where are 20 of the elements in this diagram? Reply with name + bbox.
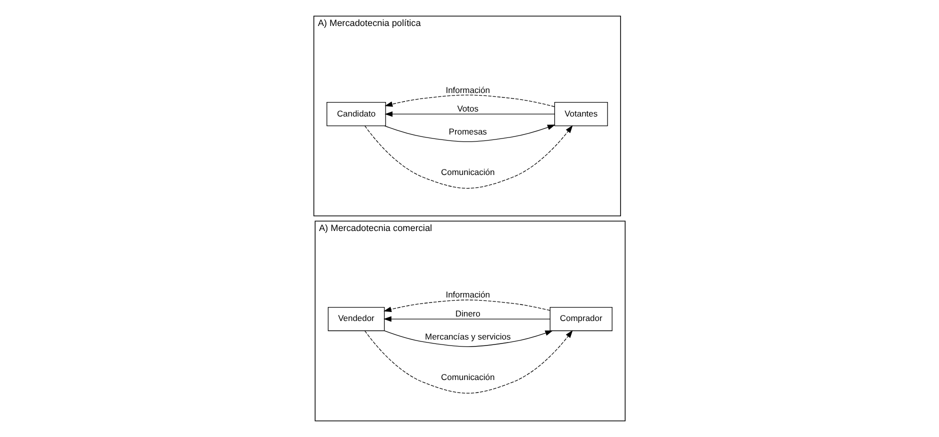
edge-label: Comunicación	[441, 167, 495, 178]
edge-label: Dinero	[455, 308, 480, 319]
node-box: Votantes	[554, 102, 608, 126]
edge-label: Mercancías y servicios	[425, 332, 511, 342]
arrow	[364, 125, 573, 189]
arrow	[384, 111, 555, 117]
node-box: Comprador	[550, 306, 612, 332]
arrow	[384, 124, 556, 142]
edge-label: Votos	[457, 104, 478, 114]
node-box: Vendedor	[328, 306, 385, 332]
node-box: Candidato	[326, 102, 386, 126]
arrow	[384, 94, 555, 107]
edge-label: Información	[446, 290, 490, 300]
arrow	[384, 300, 550, 312]
arrow	[384, 316, 550, 322]
edge-label: Información	[446, 84, 490, 95]
edge-label: Promesas	[448, 126, 487, 137]
edge-label: Comunicación	[441, 372, 495, 382]
arrow	[384, 330, 554, 347]
arrow	[364, 330, 573, 394]
